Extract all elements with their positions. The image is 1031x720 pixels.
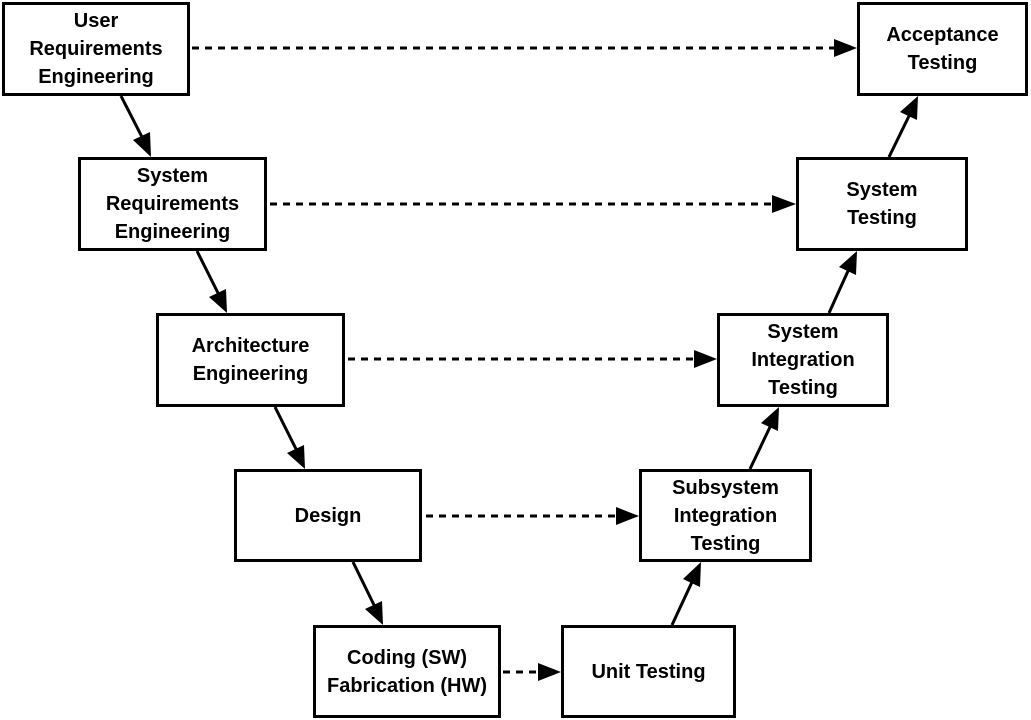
node-label: Unit Testing xyxy=(591,660,706,683)
node-unit-testing: Unit Testing xyxy=(561,625,736,718)
node-subsystem-integration-testing: Subsystem Integration Testing xyxy=(639,469,812,562)
node-label: System Testing xyxy=(846,179,918,229)
node-acceptance-testing: Acceptance Testing xyxy=(857,2,1028,96)
node-system-integration-testing: System Integration Testing xyxy=(717,313,889,407)
node-system-requirements-engineering: System Requirements Engineering xyxy=(78,157,267,251)
node-label: System Requirements Engineering xyxy=(105,165,240,243)
arrowhead-sys-test-to-accept xyxy=(900,96,918,120)
arrowhead-sys-int-to-sys-test xyxy=(839,251,857,275)
node-label: User Requirements Engineering xyxy=(29,10,163,88)
node-architecture-engineering: Architecture Engineering xyxy=(156,313,345,407)
arrowhead-arch-to-design xyxy=(287,445,305,469)
dashed-arrowhead-sys-req-to-sys-test xyxy=(772,195,796,213)
arrow-design-to-coding xyxy=(351,561,376,606)
arrowhead-design-to-coding xyxy=(365,601,383,625)
node-label: Subsystem Integration Testing xyxy=(672,476,779,555)
node-coding-fabrication: Coding (SW) Fabrication (HW) xyxy=(313,625,501,718)
flow-arrows xyxy=(119,95,383,625)
node-label: Acceptance Testing xyxy=(886,24,999,74)
node-label: Design xyxy=(294,504,362,527)
flow-arrows-ascending xyxy=(670,96,918,626)
node-label: Coding (SW) Fabrication (HW) xyxy=(327,646,487,697)
dashed-arrowhead-arch-to-sys-int xyxy=(694,350,717,368)
arrow-unit-to-subsys xyxy=(670,581,694,626)
node-user-requirements-engineering: User Requirements Engineering xyxy=(2,2,190,96)
arrowhead-subsys-to-sys-int xyxy=(761,407,779,431)
arrow-subsys-to-sys-int xyxy=(748,426,772,470)
arrowhead-sys-req-to-arch xyxy=(209,289,227,313)
dashed-arrowhead-user-req-to-accept xyxy=(834,39,857,57)
arrow-sys-int-to-sys-test xyxy=(827,270,850,314)
node-system-testing: System Testing xyxy=(796,157,968,251)
arrow-sys-req-to-arch xyxy=(195,250,220,294)
arrowhead-user-req-to-sys-req xyxy=(133,132,151,157)
arrow-user-req-to-sys-req xyxy=(119,95,144,138)
arrow-arch-to-design xyxy=(273,406,298,450)
dashed-arrowhead-design-to-subsys xyxy=(616,507,639,525)
node-label: Architecture Engineering xyxy=(191,335,310,385)
arrow-sys-test-to-accept xyxy=(887,115,911,158)
verification-arrows xyxy=(192,39,857,681)
node-label: System Integration Testing xyxy=(751,321,855,399)
dashed-arrowhead-coding-to-unit xyxy=(538,663,561,681)
arrowhead-unit-to-subsys xyxy=(683,562,701,587)
node-design: Design xyxy=(234,469,422,562)
